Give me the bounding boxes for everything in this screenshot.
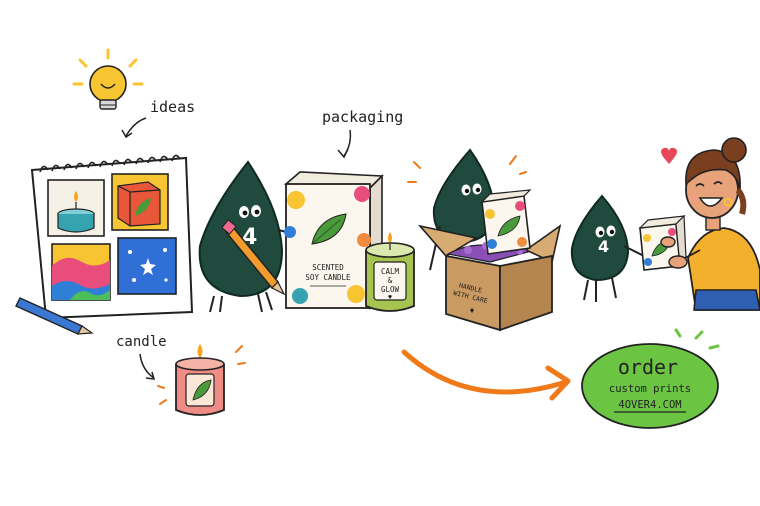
mascot-number-2: 4 <box>598 237 609 256</box>
order-badge[interactable]: order custom prints 4OVER4.COM <box>581 328 720 429</box>
heart-icon <box>661 147 677 164</box>
pink-candle <box>157 344 246 416</box>
mini-product-box <box>480 189 532 255</box>
sketch-box-panel <box>111 173 169 231</box>
jar-text-line1: CALM <box>381 267 400 276</box>
flow-arrow-head <box>545 365 571 401</box>
packaging-label: packaging <box>322 108 403 126</box>
order-badge-title: order <box>618 355 678 379</box>
order-badge-url: 4OVER4.COM <box>618 399 681 411</box>
flow-arrow <box>401 349 569 395</box>
order-badge-subtitle: custom prints <box>609 383 691 395</box>
jar-text-line2: & <box>388 276 393 285</box>
sketch-abstract-panel <box>51 243 111 301</box>
orange-pencil-icon <box>221 219 286 296</box>
ideas-arrow <box>125 117 147 137</box>
sketch-candle-panel <box>47 179 105 237</box>
sketchbook-spiral <box>39 154 181 173</box>
customer <box>660 137 760 311</box>
pencil-icon <box>15 297 94 335</box>
candle-label: candle <box>116 334 167 350</box>
lightbulb-icon <box>72 48 144 110</box>
candle-arrow <box>139 353 155 379</box>
box-text-line2: SOY CANDLE <box>305 273 351 282</box>
jar-text-line3: GLOW <box>381 285 400 294</box>
heart-mini-icon <box>388 295 392 299</box>
ideas-label: ideas <box>150 98 195 116</box>
sketch-stars-panel <box>117 237 177 295</box>
shipping-box: HANDLE WITH CARE <box>417 189 562 332</box>
box-text-line1: SCENTED <box>312 263 344 272</box>
mascot-drawing: 4 <box>198 160 297 313</box>
green-jar-candle: CALM & GLOW <box>365 232 415 312</box>
product-box: SCENTED SOY CANDLE <box>283 171 384 310</box>
mascot-delivering: 4 <box>570 194 645 302</box>
sketchbook <box>30 154 194 320</box>
